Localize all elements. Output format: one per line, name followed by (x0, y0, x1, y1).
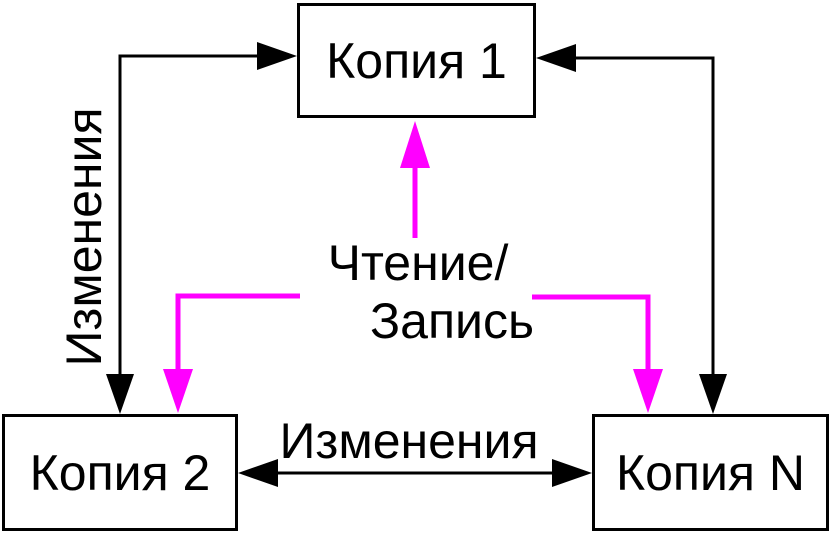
edge-changes-copy1-copyN (536, 44, 727, 414)
node-copy-2: Копия 2 (2, 414, 238, 531)
node-copy-2-label: Копия 2 (29, 444, 211, 501)
arrowhead-readwrite-copyN (633, 369, 663, 413)
node-copy-1: Копия 1 (297, 3, 536, 118)
edge-readwrite-to-copy1 (400, 121, 430, 238)
edge-changes-right-line (575, 56, 715, 374)
arrowhead-readwrite-copy1 (400, 121, 430, 168)
node-copy-1-label: Копия 1 (326, 32, 507, 89)
edge-label-changes-vertical: Изменения (56, 107, 112, 367)
edge-changes-left-line (118, 54, 258, 374)
arrowhead-into-copyN-top (699, 374, 727, 414)
edge-readwrite-to-copyN (532, 294, 663, 413)
readwrite-right-line (532, 294, 651, 370)
arrowhead-into-copyN-left (552, 459, 592, 487)
edge-label-write: Запись (369, 293, 535, 349)
node-copy-n-label: Копия N (615, 444, 805, 501)
arrowhead-readwrite-copy2 (163, 369, 193, 413)
arrowhead-into-copy2-right (238, 459, 278, 487)
arrowhead-into-copy2-top (106, 374, 134, 414)
edge-changes-copy1-copy2 (106, 42, 297, 414)
arrowhead-into-copy1-left (257, 42, 297, 70)
arrowhead-into-copy1-right (536, 44, 576, 72)
edge-readwrite-to-copy2 (163, 293, 300, 413)
readwrite-left-line (175, 293, 300, 370)
edge-label-read: Чтение/ (327, 235, 509, 291)
node-copy-n: Копия N (592, 414, 829, 531)
edge-label-changes-horizontal: Изменения (279, 413, 539, 469)
